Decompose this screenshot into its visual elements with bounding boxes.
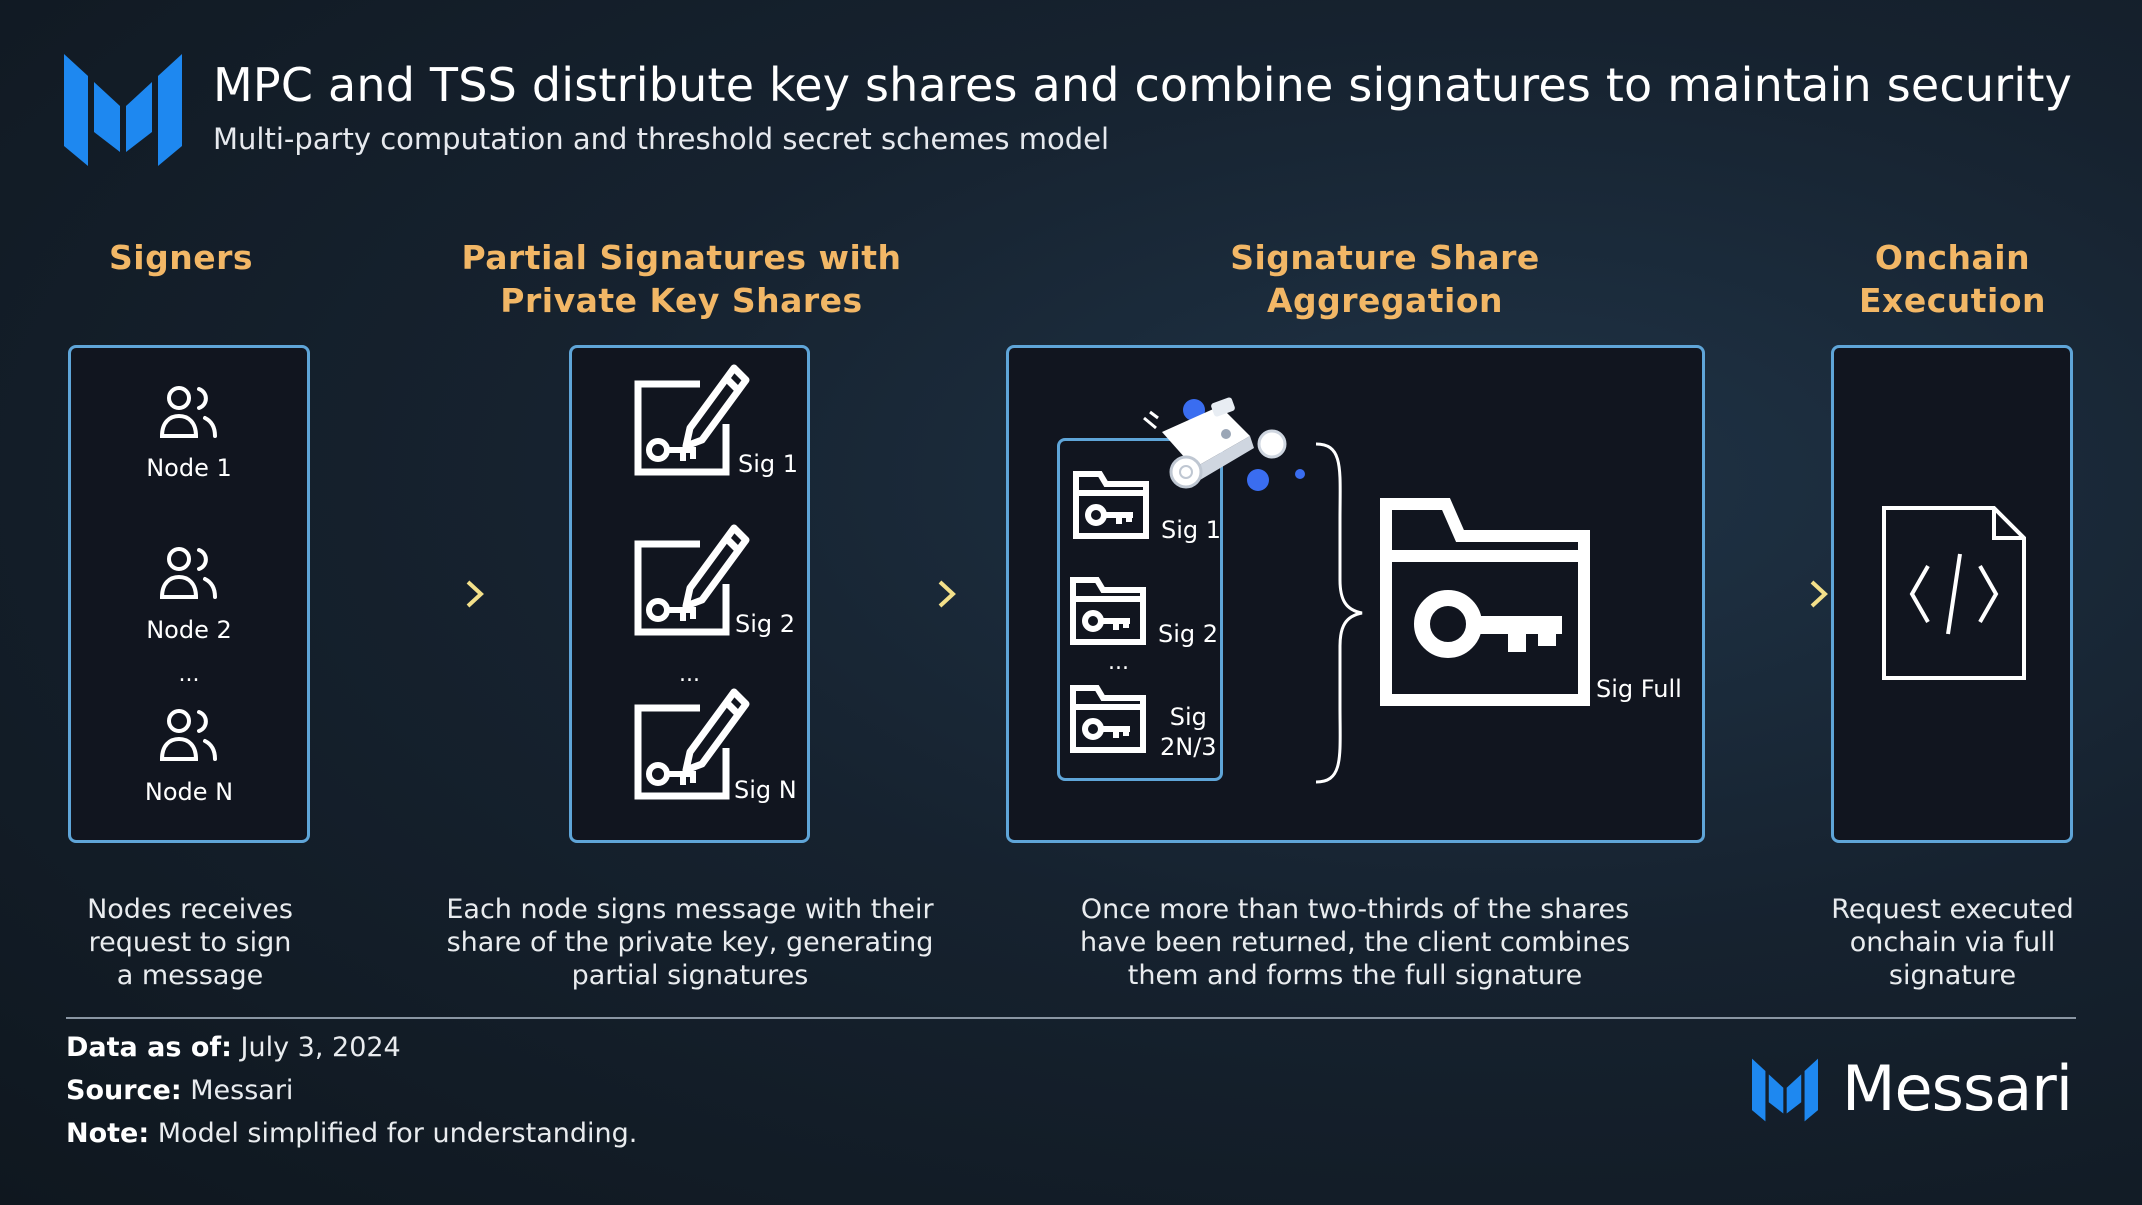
footer-divider bbox=[66, 1017, 2076, 1019]
node-1-label: Node 1 bbox=[146, 454, 232, 482]
page-title: MPC and TSS distribute key shares and co… bbox=[213, 58, 2072, 112]
crypto-wallet-icon bbox=[1143, 397, 1305, 491]
ellipsis: ... bbox=[178, 662, 200, 687]
node-n-label: Node N bbox=[144, 778, 234, 806]
heading-aggregation: Signature Share Aggregation bbox=[1230, 238, 1540, 320]
aggregation-description: Once more than two-thirds of the shares … bbox=[1079, 894, 1631, 991]
sig-full-label: Sig Full bbox=[1596, 675, 1682, 703]
sign-document-icon bbox=[634, 364, 750, 476]
sig-n-label: Sig N bbox=[734, 776, 797, 804]
signers-description: Nodes receives request to sign a message bbox=[87, 894, 293, 991]
ellipsis: ... bbox=[679, 662, 700, 687]
onchain-description: Request executed onchain via full signat… bbox=[1831, 894, 2074, 991]
brace-icon bbox=[1315, 442, 1363, 784]
users-icon bbox=[159, 547, 217, 599]
messari-logo-icon bbox=[64, 54, 182, 166]
key-folder-icon bbox=[1070, 577, 1146, 645]
agg-sig-1-label: Sig 1 bbox=[1161, 516, 1222, 544]
code-file-icon bbox=[1882, 506, 2026, 680]
key-folder-icon bbox=[1380, 498, 1590, 706]
page-subtitle: Multi-party computation and threshold se… bbox=[213, 122, 1110, 156]
heading-signers: Signers bbox=[109, 238, 253, 277]
source: Source: Messari bbox=[66, 1075, 294, 1106]
arrow-right-icon bbox=[378, 580, 484, 608]
note: Note: Model simplified for understanding… bbox=[66, 1118, 638, 1149]
sig-2-label: Sig 2 bbox=[735, 610, 796, 638]
users-icon bbox=[159, 386, 217, 438]
arrow-right-icon bbox=[1722, 580, 1828, 608]
users-icon bbox=[159, 709, 217, 761]
arrow-right-icon bbox=[850, 580, 956, 608]
sig-1-label: Sig 1 bbox=[738, 450, 799, 478]
node-2-label: Node 2 bbox=[146, 616, 232, 644]
brand-wordmark: Messari bbox=[1842, 1052, 2073, 1125]
heading-onchain: Onchain Execution bbox=[1858, 238, 2046, 320]
partial-description: Each node signs message with their share… bbox=[446, 894, 934, 991]
messari-logo-icon bbox=[1752, 1058, 1818, 1122]
sign-document-icon bbox=[634, 524, 750, 636]
key-folder-icon bbox=[1070, 685, 1146, 753]
data-as-of: Data as of: July 3, 2024 bbox=[66, 1032, 401, 1063]
agg-sig-2-label: Sig 2 bbox=[1158, 620, 1219, 648]
key-folder-icon bbox=[1073, 471, 1149, 539]
sign-document-icon bbox=[634, 688, 750, 800]
heading-partial-signatures: Partial Signatures with Private Key Shar… bbox=[461, 238, 902, 320]
agg-sig-2n3-label: Sig 2N/3 bbox=[1160, 703, 1217, 761]
ellipsis: ... bbox=[1108, 650, 1129, 675]
